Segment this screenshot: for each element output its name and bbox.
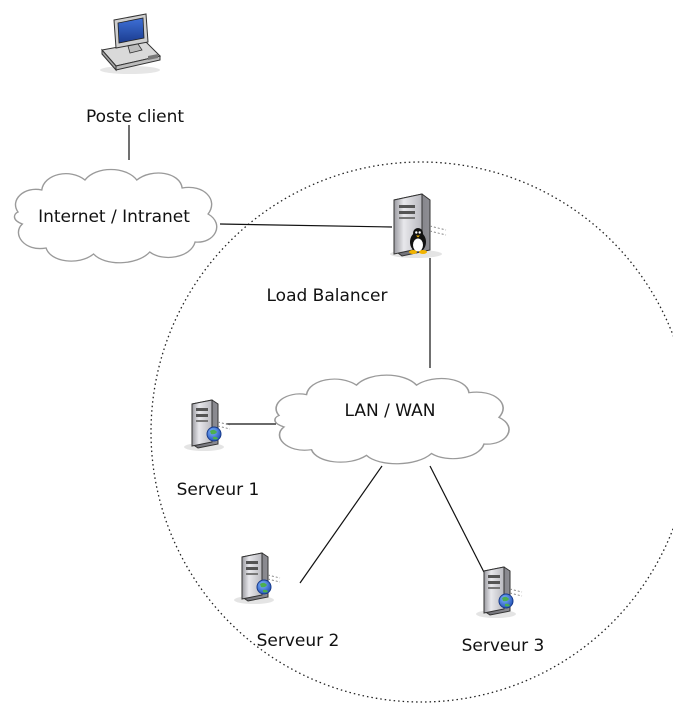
web-server-icon-2 [233, 552, 281, 605]
cluster-boundary [150, 161, 673, 703]
load-balancer-label: Load Balancer [267, 286, 388, 306]
internet-label: Internet / Intranet [38, 207, 190, 227]
client-label: Poste client [86, 107, 184, 127]
linux-server-icon [390, 193, 447, 258]
server1-label: Serveur 1 [177, 480, 260, 500]
link-internet-lb [219, 223, 393, 228]
link-lan-server2 [299, 465, 383, 584]
lan-label: LAN / WAN [345, 401, 436, 421]
web-server-icon-3 [475, 566, 523, 619]
desktop-computer-icon [100, 13, 161, 74]
server2-label: Serveur 2 [257, 631, 340, 651]
web-server-icon-1 [183, 399, 231, 452]
server3-label: Serveur 3 [462, 636, 545, 656]
link-lan-server3 [429, 465, 491, 585]
